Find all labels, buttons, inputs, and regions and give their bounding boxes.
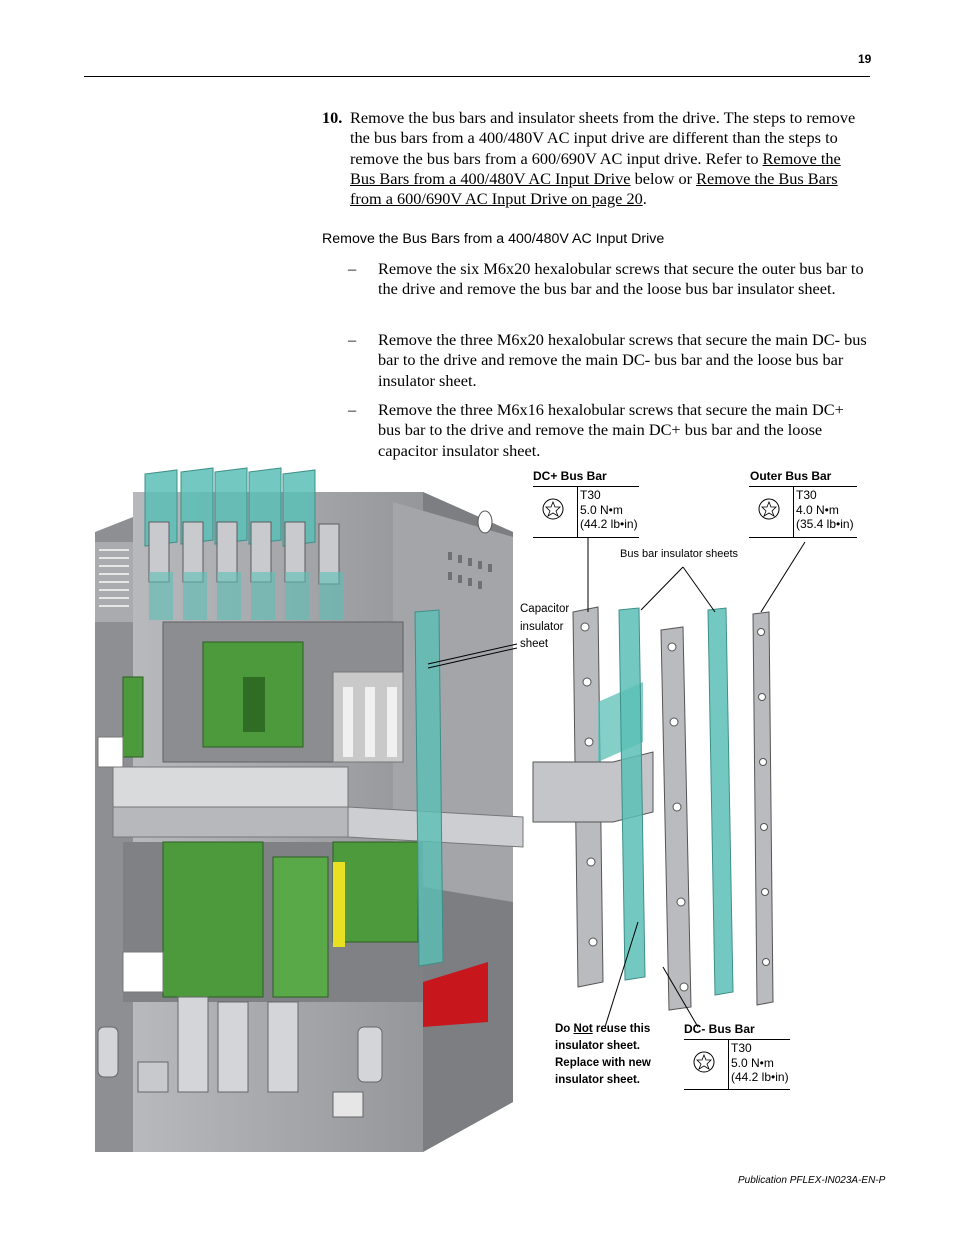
cross-brackets xyxy=(112,766,524,848)
reuse-warning: Do Not reuse this insulator sheet. Repla… xyxy=(555,1021,651,1089)
step-text-after: . xyxy=(642,189,647,209)
insulator-sheets-label: Bus bar insulator sheets xyxy=(620,548,739,560)
step-text-before: Remove the bus bars and insulator sheets… xyxy=(350,108,856,168)
drive-illustration xyxy=(95,467,806,1152)
bullet-text: Remove the three M6x16 hexalobular screw… xyxy=(378,400,844,460)
warning-line1: Do Not reuse this xyxy=(555,1021,651,1038)
header-rule xyxy=(84,76,870,77)
warning-line4: insulator sheet. xyxy=(555,1074,640,1086)
leader-lines xyxy=(427,537,806,1028)
bullet-dc-minus-bus-bar: – Remove the three M6x20 hexalobular scr… xyxy=(348,330,870,391)
bullet-dash: – xyxy=(348,259,357,278)
top-terminals xyxy=(144,467,343,620)
dc-plus-spec-table: T30 5.0 N•m (44.2 lb•in) xyxy=(533,486,639,538)
step-text: Remove the bus bars and insulator sheets… xyxy=(350,108,870,209)
bullet-dc-plus-bus-bar: – Remove the three M6x16 hexalobular scr… xyxy=(348,400,870,461)
dc-plus-torque-lbin: (44.2 lb•in) xyxy=(580,517,638,531)
bullet-text: Remove the three M6x20 hexalobular screw… xyxy=(378,330,867,390)
outer-bit: T30 xyxy=(796,488,817,502)
torx-icon xyxy=(542,498,564,520)
control-boards xyxy=(97,676,423,1002)
outer-title: Outer Bus Bar xyxy=(750,469,832,483)
outer-bus-bar xyxy=(752,611,774,1006)
bullet-dash: – xyxy=(348,400,357,419)
dc-plus-bit: T30 xyxy=(580,488,601,502)
step-text-middle: below or xyxy=(630,168,697,188)
dc-minus-bus-bar xyxy=(660,626,692,1011)
bullet-text: Remove the six M6x20 hexalobular screws … xyxy=(378,259,864,299)
dc-minus-bit: T30 xyxy=(731,1041,752,1055)
bus-bar-removal-figure: DC+ Bus Bar T30 5.0 N•m (44.2 lb•in) Out… xyxy=(93,462,873,1152)
dc-minus-torque-lbin: (44.2 lb•in) xyxy=(731,1070,789,1084)
warning-line3: Replace with new xyxy=(555,1057,651,1069)
dc-minus-torque-nm: 5.0 N•m xyxy=(731,1055,774,1070)
step-10: 10. Remove the bus bars and insulator sh… xyxy=(322,108,870,209)
insulator-sheet-1 xyxy=(618,607,646,981)
insulator-sheet-2 xyxy=(707,607,734,996)
step-number: 10. xyxy=(322,108,343,127)
capacitor-label-line3: sheet xyxy=(520,638,549,650)
warning-prefix: Do xyxy=(555,1023,574,1035)
dc-minus-title: DC- Bus Bar xyxy=(684,1022,755,1036)
outer-torque-lbin: (35.4 lb•in) xyxy=(796,517,854,531)
outer-torque-nm: 4.0 N•m xyxy=(796,502,839,517)
dc-minus-spec-table: T30 5.0 N•m (44.2 lb•in) xyxy=(684,1039,790,1090)
warning-line1-rest: reuse this xyxy=(592,1023,651,1035)
outer-spec-table: T30 4.0 N•m (35.4 lb•in) xyxy=(749,486,857,538)
capacitor-label-line1: Capacitor xyxy=(520,603,570,615)
bullet-dash: – xyxy=(348,330,357,349)
capacitor-insulator-label: Capacitor insulator sheet xyxy=(520,601,569,654)
footer-publication: Publication PFLEX-IN023A-EN-P xyxy=(738,1175,886,1186)
bottom-terminals xyxy=(97,996,383,1118)
warning-emphasis: Not xyxy=(573,1023,593,1035)
link-remove-600-690v[interactable]: Remove the Bus Bars from a 600/690V AC I… xyxy=(350,168,838,209)
section-heading: Remove the Bus Bars from a 400/480V AC I… xyxy=(322,231,665,247)
torx-icon xyxy=(758,498,780,520)
dc-plus-torque-nm: 5.0 N•m xyxy=(580,502,623,517)
torx-icon xyxy=(693,1051,715,1073)
red-fan-housing xyxy=(423,962,488,1027)
link-remove-400-480v[interactable]: Remove the Bus Bars from a 400/480V AC I… xyxy=(350,148,841,188)
bullet-outer-bus-bar: – Remove the six M6x20 hexalobular screw… xyxy=(348,259,870,300)
page-number: 19 xyxy=(858,52,872,66)
exploded-bus-bars xyxy=(532,606,774,1011)
dc-plus-title: DC+ Bus Bar xyxy=(533,469,607,483)
capacitor-insulator-sheet-on-drive xyxy=(414,609,444,967)
capacitor-label-line2: insulator xyxy=(520,620,564,633)
warning-line2: insulator sheet. xyxy=(555,1040,640,1052)
